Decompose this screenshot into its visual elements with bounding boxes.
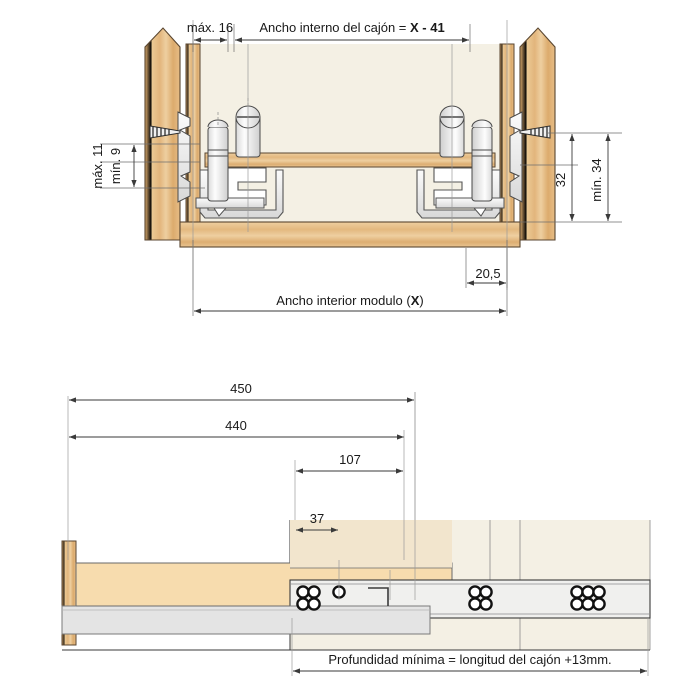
slide-drawer-member [61,605,431,635]
dim-label-450: 450 [230,381,252,396]
slide-base-plate-left [195,197,265,209]
bottom-view-group: 450 440 107 37 Profundidad mínima = long… [61,381,651,676]
slide-mount-bracket-left [177,111,191,203]
fixing-bolt-left [207,112,229,202]
dim-label-min34: mín. 34 [589,158,604,201]
rail-detent-hook [368,587,389,606]
dim-label-107: 107 [339,452,361,467]
hole-group-3x2-right [570,585,606,611]
drawer-bottom-board [204,152,496,168]
dim-max16: máx. 16 [187,20,233,52]
dim-205: 20,5 [465,248,508,288]
fixing-bolt-right [471,119,493,202]
dim-107: 107 [296,452,403,474]
dim-440: 440 [69,418,405,560]
dim-450: 450 [69,381,414,403]
dim-32-min34: 32 mín. 34 [520,132,622,223]
cabinet-bottom-board [179,221,521,248]
slide-clip-left [213,207,228,217]
wall-screw-right [519,125,551,139]
dim-depth-note: Profundidad mínima = longitud del cajón … [291,618,649,676]
rail-holes [296,585,606,611]
dim-label-module-width: Ancho interior modulo (X) [276,293,423,308]
dim-37: 37 [296,511,338,533]
dim-label-32: 32 [553,173,568,187]
slide-clip-right [472,207,487,217]
dim-label-min9: mín. 9 [108,148,123,184]
dim-label-440: 440 [225,418,247,433]
dim-label-inner-drawer-width: Ancho interno del cajón = X - 41 [259,20,444,35]
slide-base-plate-right [435,197,505,209]
dim-module-width: Ancho interior modulo (X) [192,240,508,316]
extension-lines-bottom [67,392,416,600]
dim-label-max11: máx. 11 [90,143,105,188]
cabinet-overlap-block [290,520,452,568]
dim-label-depth-note: Profundidad mínima = longitud del cajón … [328,652,611,667]
top-view-group: máx. 16 Ancho interno del cajón = X - 41… [90,20,622,316]
hole-group-2x2-mid [468,585,493,611]
wall-screw-left [149,125,181,139]
slide-mount-bracket-right [509,111,523,203]
hole-group-2x2-left [296,585,321,611]
slide-assembly-left [149,98,284,219]
dim-max11-min9: máx. 11 mín. 9 [90,143,205,189]
dim-label-max16: máx. 16 [187,20,233,35]
dim-label-37: 37 [310,511,324,526]
dim-label-205: 20,5 [475,266,500,281]
dim-inner-drawer-width: Ancho interno del cajón = X - 41 [233,20,471,52]
